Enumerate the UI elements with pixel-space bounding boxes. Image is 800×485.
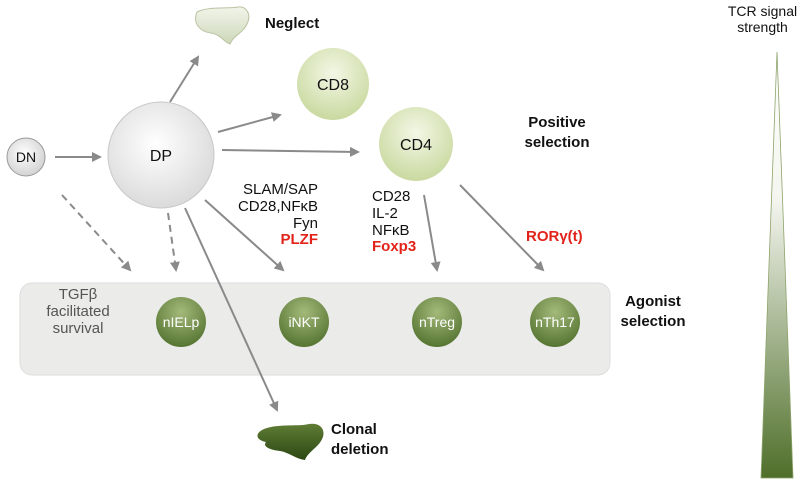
dp-cell: [107, 101, 215, 209]
treg-factor-1: CD28: [372, 188, 411, 205]
neglect-cell-shape: [195, 6, 250, 45]
neglect-label: Neglect: [265, 15, 320, 32]
dn-cell: [6, 137, 46, 177]
agonist-selection-label: Agonist selection: [610, 293, 696, 331]
treg-factor-list: CD28 IL-2 NFκB Foxp3: [372, 188, 452, 256]
arrow-dp-cd4: [221, 146, 360, 157]
nth17-cell: [530, 297, 580, 347]
clonal-deletion-line-1: Clonal: [331, 421, 377, 438]
dp-label: DP: [150, 148, 172, 165]
inkt-cell: [279, 297, 329, 347]
arrow-dp-nielp-dashed: [167, 212, 180, 272]
agonist-selection-line-2: selection: [620, 312, 686, 330]
positive-selection-label: Positive selection: [512, 114, 602, 152]
tgf-line-3: survival: [52, 319, 104, 337]
cd4-label: CD4: [400, 137, 432, 154]
clonal-deletion-label: Clonal deletion: [331, 421, 389, 459]
tcr-strength-wedge: [760, 51, 794, 479]
clonal-deletion-cell-shape: [257, 423, 324, 460]
nielp-cell: [156, 297, 206, 347]
inkt-factor-plzf: PLZF: [280, 231, 319, 249]
positive-selection-line-2: selection: [524, 133, 590, 151]
tgf-line-1: TGFβ: [58, 286, 98, 303]
dn-label: DN: [16, 149, 36, 165]
arrow-cd4-nth17: [459, 184, 545, 272]
tgf-line-2: facilitated: [46, 302, 110, 320]
arrow-dp-inkt: [204, 199, 285, 272]
ntreg-cell: [412, 297, 462, 347]
cd8-label: CD8: [317, 77, 349, 94]
inkt-factor-1: SLAM/SAP: [242, 181, 318, 198]
cd8-cell: [297, 48, 369, 120]
clonal-deletion-line-2: deletion: [331, 440, 389, 458]
th17-factor-rorgt: RORγ(t): [526, 228, 583, 245]
treg-factor-foxp3: Foxp3: [372, 238, 417, 256]
nielp-label: nIELp: [163, 314, 200, 330]
inkt-label: iNKT: [288, 314, 320, 330]
positive-selection-line-1: Positive: [528, 114, 586, 131]
arrow-dp-cd8: [217, 112, 282, 133]
tgf-survival-note: TGFβ facilitated survival: [28, 286, 128, 337]
tcr-strength-line-2: strength: [737, 18, 788, 35]
tcr-strength-line-1: TCR signal: [727, 3, 798, 19]
tcr-strength-label: TCR signal strength: [725, 3, 800, 35]
treg-factor-2: IL-2: [372, 204, 398, 222]
inkt-factor-list: SLAM/SAP CD28,NFκB Fyn PLZF: [218, 181, 319, 249]
arrow-dp-neglect: [169, 55, 200, 103]
treg-factor-3: NFκB: [372, 221, 410, 239]
cd4-cell: [379, 107, 453, 181]
arrow-dn-nielp-dashed: [61, 194, 132, 272]
agonist-selection-line-1: Agonist: [625, 293, 681, 310]
ntreg-label: nTreg: [419, 314, 455, 330]
inkt-factor-2: CD28,NFκB: [237, 197, 318, 215]
arrow-cd4-ntreg: [423, 194, 441, 272]
nth17-label: nTh17: [535, 314, 575, 330]
arrows: [55, 55, 545, 412]
inkt-factor-3: Fyn: [292, 214, 318, 232]
arrow-dp-clonal-deletion: [184, 207, 279, 412]
